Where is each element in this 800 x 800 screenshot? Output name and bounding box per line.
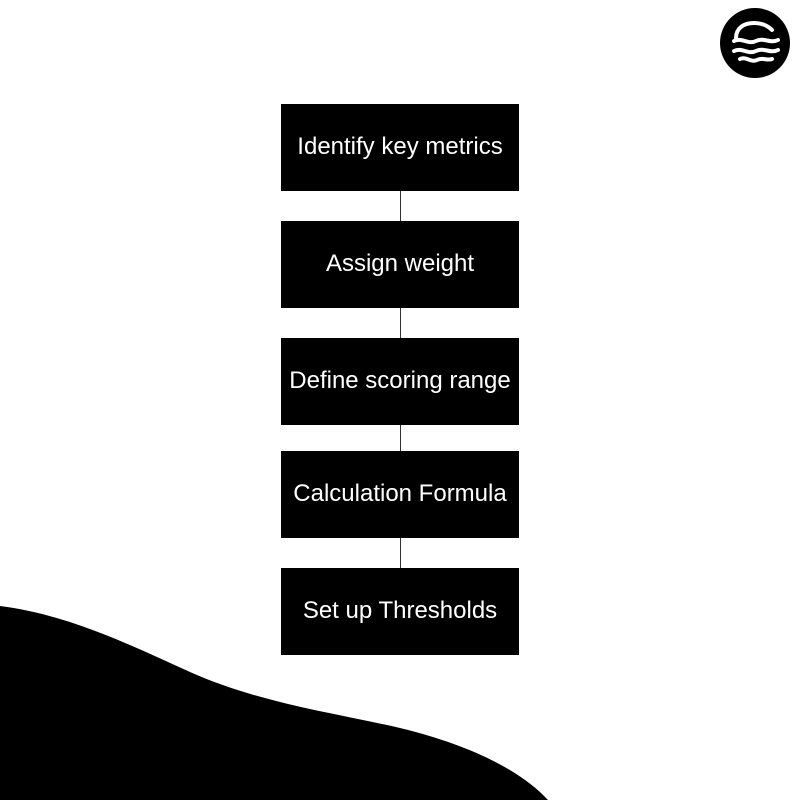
step-label: Assign weight xyxy=(325,250,475,278)
step-label: Identify key metrics xyxy=(297,133,503,161)
step-set-up-thresholds: Set up Thresholds xyxy=(281,568,519,655)
step-calculation-formula: Calculation Formula xyxy=(281,451,519,538)
connector-line xyxy=(400,538,401,568)
step-identify-key-metrics: Identify key metrics xyxy=(281,104,519,191)
wave-logo-icon xyxy=(720,8,790,78)
step-label: Define scoring range xyxy=(289,367,511,395)
connector-line xyxy=(400,308,401,338)
step-label: Calculation Formula xyxy=(293,480,507,508)
connector-line xyxy=(400,191,401,221)
step-label: Set up Thresholds xyxy=(302,597,498,625)
step-assign-weight: Assign weight xyxy=(281,221,519,308)
step-define-scoring-range: Define scoring range xyxy=(281,338,519,425)
connector-line xyxy=(400,425,401,451)
